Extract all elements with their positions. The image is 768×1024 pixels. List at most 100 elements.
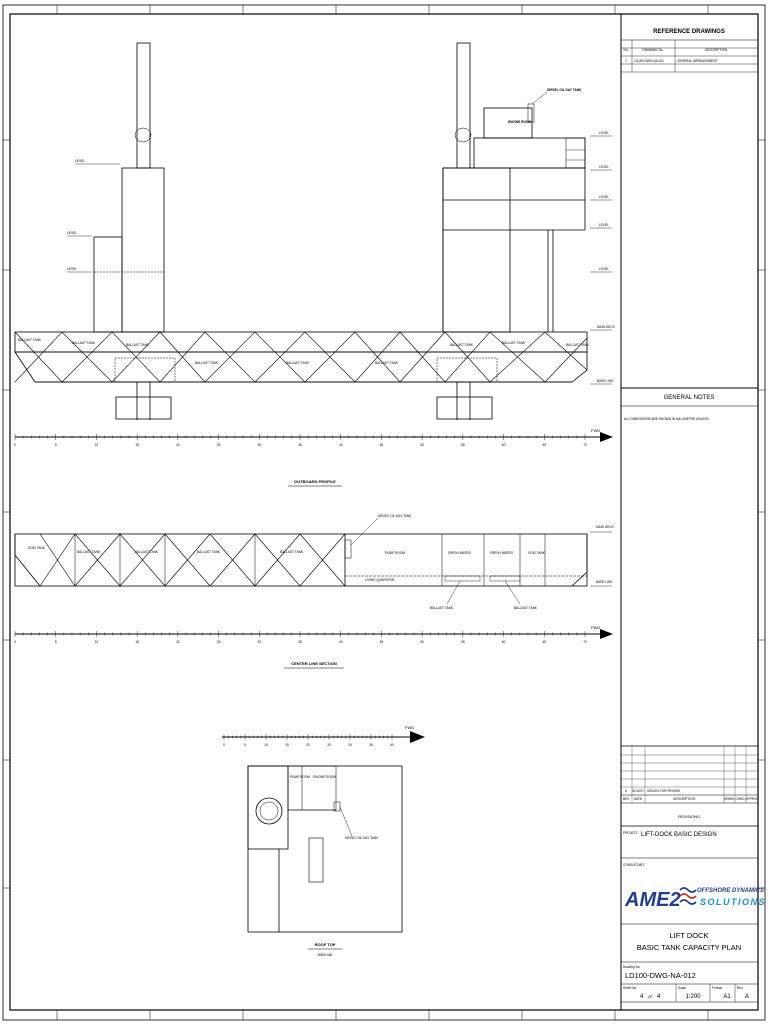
general-notes-title: GENERAL NOTES: [664, 395, 715, 401]
outboard-scale-tick-label: 25: [217, 443, 221, 447]
inner-border: [9, 13, 759, 1011]
cl-label-bottom-a: BALLAST TANK: [430, 606, 454, 610]
centerline-scale-tick-label: 60: [502, 640, 506, 644]
centerline-scale-tick-label: 35: [298, 640, 302, 644]
centerline-scale-tick-label: 65: [543, 640, 547, 644]
format-value: A1: [723, 994, 731, 1000]
roof-top-plan: [247, 765, 403, 933]
project-name: LIFT-DOCK BASIC DESIGN: [641, 832, 717, 838]
drawing-title-line2: BASIC TANK CAPACITY PLAN: [637, 943, 741, 952]
label-level-l2: LEVEL: [67, 231, 77, 235]
rev-hdr-description: DESCRIPTION: [673, 797, 695, 801]
ref-col-drawing: DRAWING No.: [642, 48, 663, 52]
rev-row-rev: A: [625, 789, 628, 793]
sheet-label: Sheet No.: [623, 986, 637, 990]
cl-label-base: BASE LINE: [596, 580, 612, 584]
ref-col-no: No.: [624, 48, 629, 52]
sheet-of: OF: [648, 995, 652, 999]
center-line-section: [14, 533, 588, 587]
rev-label: Rev.: [737, 986, 743, 990]
roof-scale-tick-label: 30: [348, 743, 352, 747]
label-level-r5: LEVEL: [599, 267, 609, 271]
ref-col-description: DESCRIPTION: [705, 48, 727, 52]
cl-label-deck: MAIN DECK: [596, 525, 615, 529]
cl-label-tank-c: BALLAST TANK: [135, 550, 159, 554]
label-tank-h: BALLAST TANK: [502, 341, 526, 345]
fwd-arrow-icon-2: [600, 629, 613, 639]
view-title-outboard-profile: OUTBOARD PROFILE: [294, 479, 336, 484]
roof-top-labels: PUMP ROOM ENGINE ROOM DIESEL OIL DAY TAN…: [290, 775, 379, 957]
outboard-scale-tick-label: 10: [95, 443, 99, 447]
centerline-scale-tick-label: 70: [583, 640, 587, 644]
centerline-scale-tick-label: 55: [461, 640, 465, 644]
label-tank-f: BALLAST TANK: [375, 361, 399, 365]
roof-scale-tick-label: 25: [327, 743, 331, 747]
rev-row-description: ISSUED FOR REVIEW: [647, 789, 680, 793]
centerline-scale-tick-label: 0: [14, 640, 16, 644]
roof-scale-tick-label: 10: [264, 743, 268, 747]
roof-scale-tick-label: 35: [369, 743, 373, 747]
cl-label-tank-d: BALLAST TANK: [197, 550, 221, 554]
outboard-scale-tick-label: 30: [258, 443, 262, 447]
label-tank-e: BALLAST TANK: [286, 361, 310, 365]
fwd-label-2: FWD: [591, 625, 600, 630]
centerline-scale-tick-label: 25: [217, 640, 221, 644]
outboard-scale-tick-label: 40: [339, 443, 343, 447]
drawing-title-line1: LIFT DOCK: [669, 931, 708, 940]
project-label: PROJECT:: [623, 831, 639, 835]
rev-hdr-date: DATE: [634, 797, 642, 801]
logo-solutions: SOLUTIONS: [700, 897, 766, 907]
label-level-l3: LEVEL: [67, 267, 77, 271]
fwd-label-1: FWD: [591, 428, 600, 433]
label-tank-d: BALLAST TANK: [195, 361, 219, 365]
cl-label-void: VOID TANK: [528, 551, 546, 555]
roof-scale-tick-label: 20: [306, 743, 310, 747]
fwd-arrow-icon-3: [410, 731, 425, 743]
label-level-r2: LEVEL: [599, 165, 609, 169]
scale-value: 1:200: [685, 994, 701, 1000]
outboard-profile: [14, 42, 588, 420]
ref-row1-no: 1: [625, 59, 627, 63]
rev-hdr-chkd: CHKD: [735, 797, 745, 801]
format-label: Format: [712, 986, 722, 990]
centerline-scale-tick-label: 50: [420, 640, 424, 644]
roof-top-level: 28000 ABL: [317, 953, 333, 957]
title-block-text: REFERENCE DRAWINGS No. DRAWING No. DESCR…: [623, 29, 766, 1000]
roof-scale-tick-label: 40: [390, 743, 394, 747]
cl-label-do-tank: DIESEL OIL DAY TANK: [378, 514, 412, 518]
fwd-arrow-icon: [600, 432, 613, 442]
consultant-label: CONSULTANT:: [623, 863, 645, 867]
outboard-scale-tick-label: 5: [55, 443, 57, 447]
drawing-number-label: Drawing No.: [623, 965, 641, 969]
centerline-scale-tick-label: 10: [95, 640, 99, 644]
label-tank-a: BALLAST TANK: [18, 338, 42, 342]
cl-label-tank-b: BALLAST TANK: [77, 550, 101, 554]
cl-label-pump-room: PUMP ROOM: [385, 551, 405, 555]
label-level-l1: LEVEL: [75, 159, 85, 163]
cl-label-bottom-b: BALLAST TANK: [514, 606, 538, 610]
label-engine-room: ENGINE ROOM: [508, 120, 531, 124]
roof-label-room-a: PUMP ROOM: [290, 775, 310, 779]
label-deck-r: MAIN DECK: [597, 325, 616, 329]
label-tank-i: BALLAST TANK: [566, 343, 590, 347]
centerline-scale-tick-label: 45: [380, 640, 384, 644]
general-note-1: ALL DIMENSIONS ARE SHOWN IN MILLIMETRE U…: [624, 417, 709, 421]
centerline-scale-tick-label: 20: [176, 640, 180, 644]
outboard-scale-tick-label: 15: [135, 443, 139, 447]
roof-label-room-b: ENGINE ROOM: [313, 775, 336, 779]
scale-label: Scale: [678, 986, 686, 990]
label-do-tank: DIESEL OIL DAY TANK: [547, 88, 582, 92]
outboard-scale-tick-label: 55: [461, 443, 465, 447]
rev-hdr-rev: REV: [623, 797, 630, 801]
outboard-scale-tick-label: 0: [14, 443, 16, 447]
center-line-section-labels: VOID TANK BALLAST TANK BALLAST TANK BALL…: [28, 514, 615, 610]
outboard-profile-labels: BALLAST TANK BALLAST TANK BALLAST TANK B…: [18, 88, 616, 385]
centerline-scale-tick-label: 40: [339, 640, 343, 644]
sheet-number: 4: [640, 994, 644, 1000]
roof-scale-tick-label: 15: [285, 743, 289, 747]
outboard-scale-tick-label: 60: [502, 443, 506, 447]
border-grid-ticks: [3, 5, 765, 1020]
cl-label-tank-e: BALLAST TANK: [280, 550, 304, 554]
